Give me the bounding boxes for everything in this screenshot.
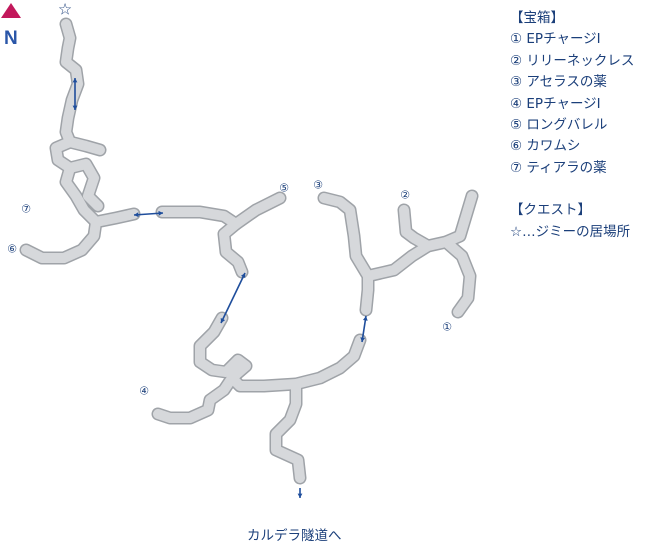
path-to-marker-6-fill <box>21 217 101 263</box>
treasure-name: カワムシ <box>526 138 581 155</box>
treasure-number: ⑥ <box>510 138 523 155</box>
legend-spacer <box>510 179 634 200</box>
treasure-marker-5: ⑤ <box>279 182 289 195</box>
connection-arrows <box>72 78 368 498</box>
north-label: N <box>4 28 18 49</box>
treasure-name: EPチャージI <box>526 31 601 48</box>
arrowhead-icon <box>72 105 78 110</box>
arrowhead-icon <box>240 273 246 278</box>
path-central-corridor-fill <box>157 193 285 229</box>
path-east-left-fill <box>319 193 373 315</box>
treasure-name: EPチャージI <box>526 95 601 112</box>
treasure-name: リリーネックレス <box>526 52 635 69</box>
link-arrow-center <box>220 272 246 324</box>
path-south-fill <box>271 379 305 483</box>
quest-item: ☆…ジミーの居場所 <box>510 223 631 240</box>
treasure-number: ② <box>510 52 523 69</box>
treasure-marker-1: ① <box>442 321 452 334</box>
treasure-number: ① <box>510 31 523 48</box>
north-arrow-icon <box>1 3 21 18</box>
arrowhead-icon <box>360 337 366 342</box>
treasure-marker-3: ③ <box>313 179 323 192</box>
path-nw-spur-fill <box>65 137 105 155</box>
map-paths <box>19 17 479 485</box>
treasure-marker-2: ② <box>400 189 410 202</box>
link-arrow-west <box>133 212 164 216</box>
path-west-corridor-fill <box>91 209 139 227</box>
exit-label: カルデラ隧道へ <box>247 528 342 544</box>
treasure-item: ⑦ ティアラの薬 <box>510 158 634 179</box>
treasure-name: ティアラの薬 <box>526 159 607 176</box>
path-east-right-fill <box>441 237 475 317</box>
path-central-down-fill <box>219 219 247 277</box>
treasure-item: ⑤ ロングバレル <box>510 115 634 136</box>
arrowhead-icon <box>220 318 226 323</box>
treasure-number: ⑦ <box>510 159 523 176</box>
treasure-item: ① EPチャージI <box>510 29 634 50</box>
quest-header: 【クエスト】 <box>510 202 591 219</box>
path-lower-mid-fill <box>195 313 365 391</box>
treasure-item: ③ アセラスの薬 <box>510 72 634 93</box>
treasure-number: ⑤ <box>510 117 523 134</box>
treasure-name: ロングバレル <box>526 117 608 134</box>
path-northwest-fill <box>51 19 101 227</box>
treasure-header: 【宝箱】 <box>510 10 564 26</box>
path-to-marker-2-fill <box>399 205 433 251</box>
treasure-item: ④ EPチャージI <box>510 94 634 115</box>
treasure-number: ③ <box>510 74 523 91</box>
treasure-markers: ① ② ③ ④ ⑤ ⑥ ⑦ <box>7 179 452 398</box>
quest-star-marker: ☆ <box>58 0 72 19</box>
treasure-marker-7: ⑦ <box>21 203 31 216</box>
treasure-marker-6: ⑥ <box>7 243 17 256</box>
treasure-item: ⑥ カワムシ <box>510 136 634 157</box>
arrowhead-icon <box>134 212 139 218</box>
treasure-name: アセラスの薬 <box>526 74 607 91</box>
path-nw-spur2-fill <box>65 159 103 211</box>
treasure-marker-4: ④ <box>139 385 149 398</box>
treasure-item: ② リリーネックレス <box>510 51 634 72</box>
treasure-number: ④ <box>510 95 523 112</box>
arrowhead-icon <box>72 78 78 83</box>
arrowhead-icon <box>158 210 163 216</box>
arrowhead-icon <box>362 316 368 321</box>
arrowhead-icon <box>297 493 303 498</box>
path-to-marker-4-fill <box>153 373 237 423</box>
